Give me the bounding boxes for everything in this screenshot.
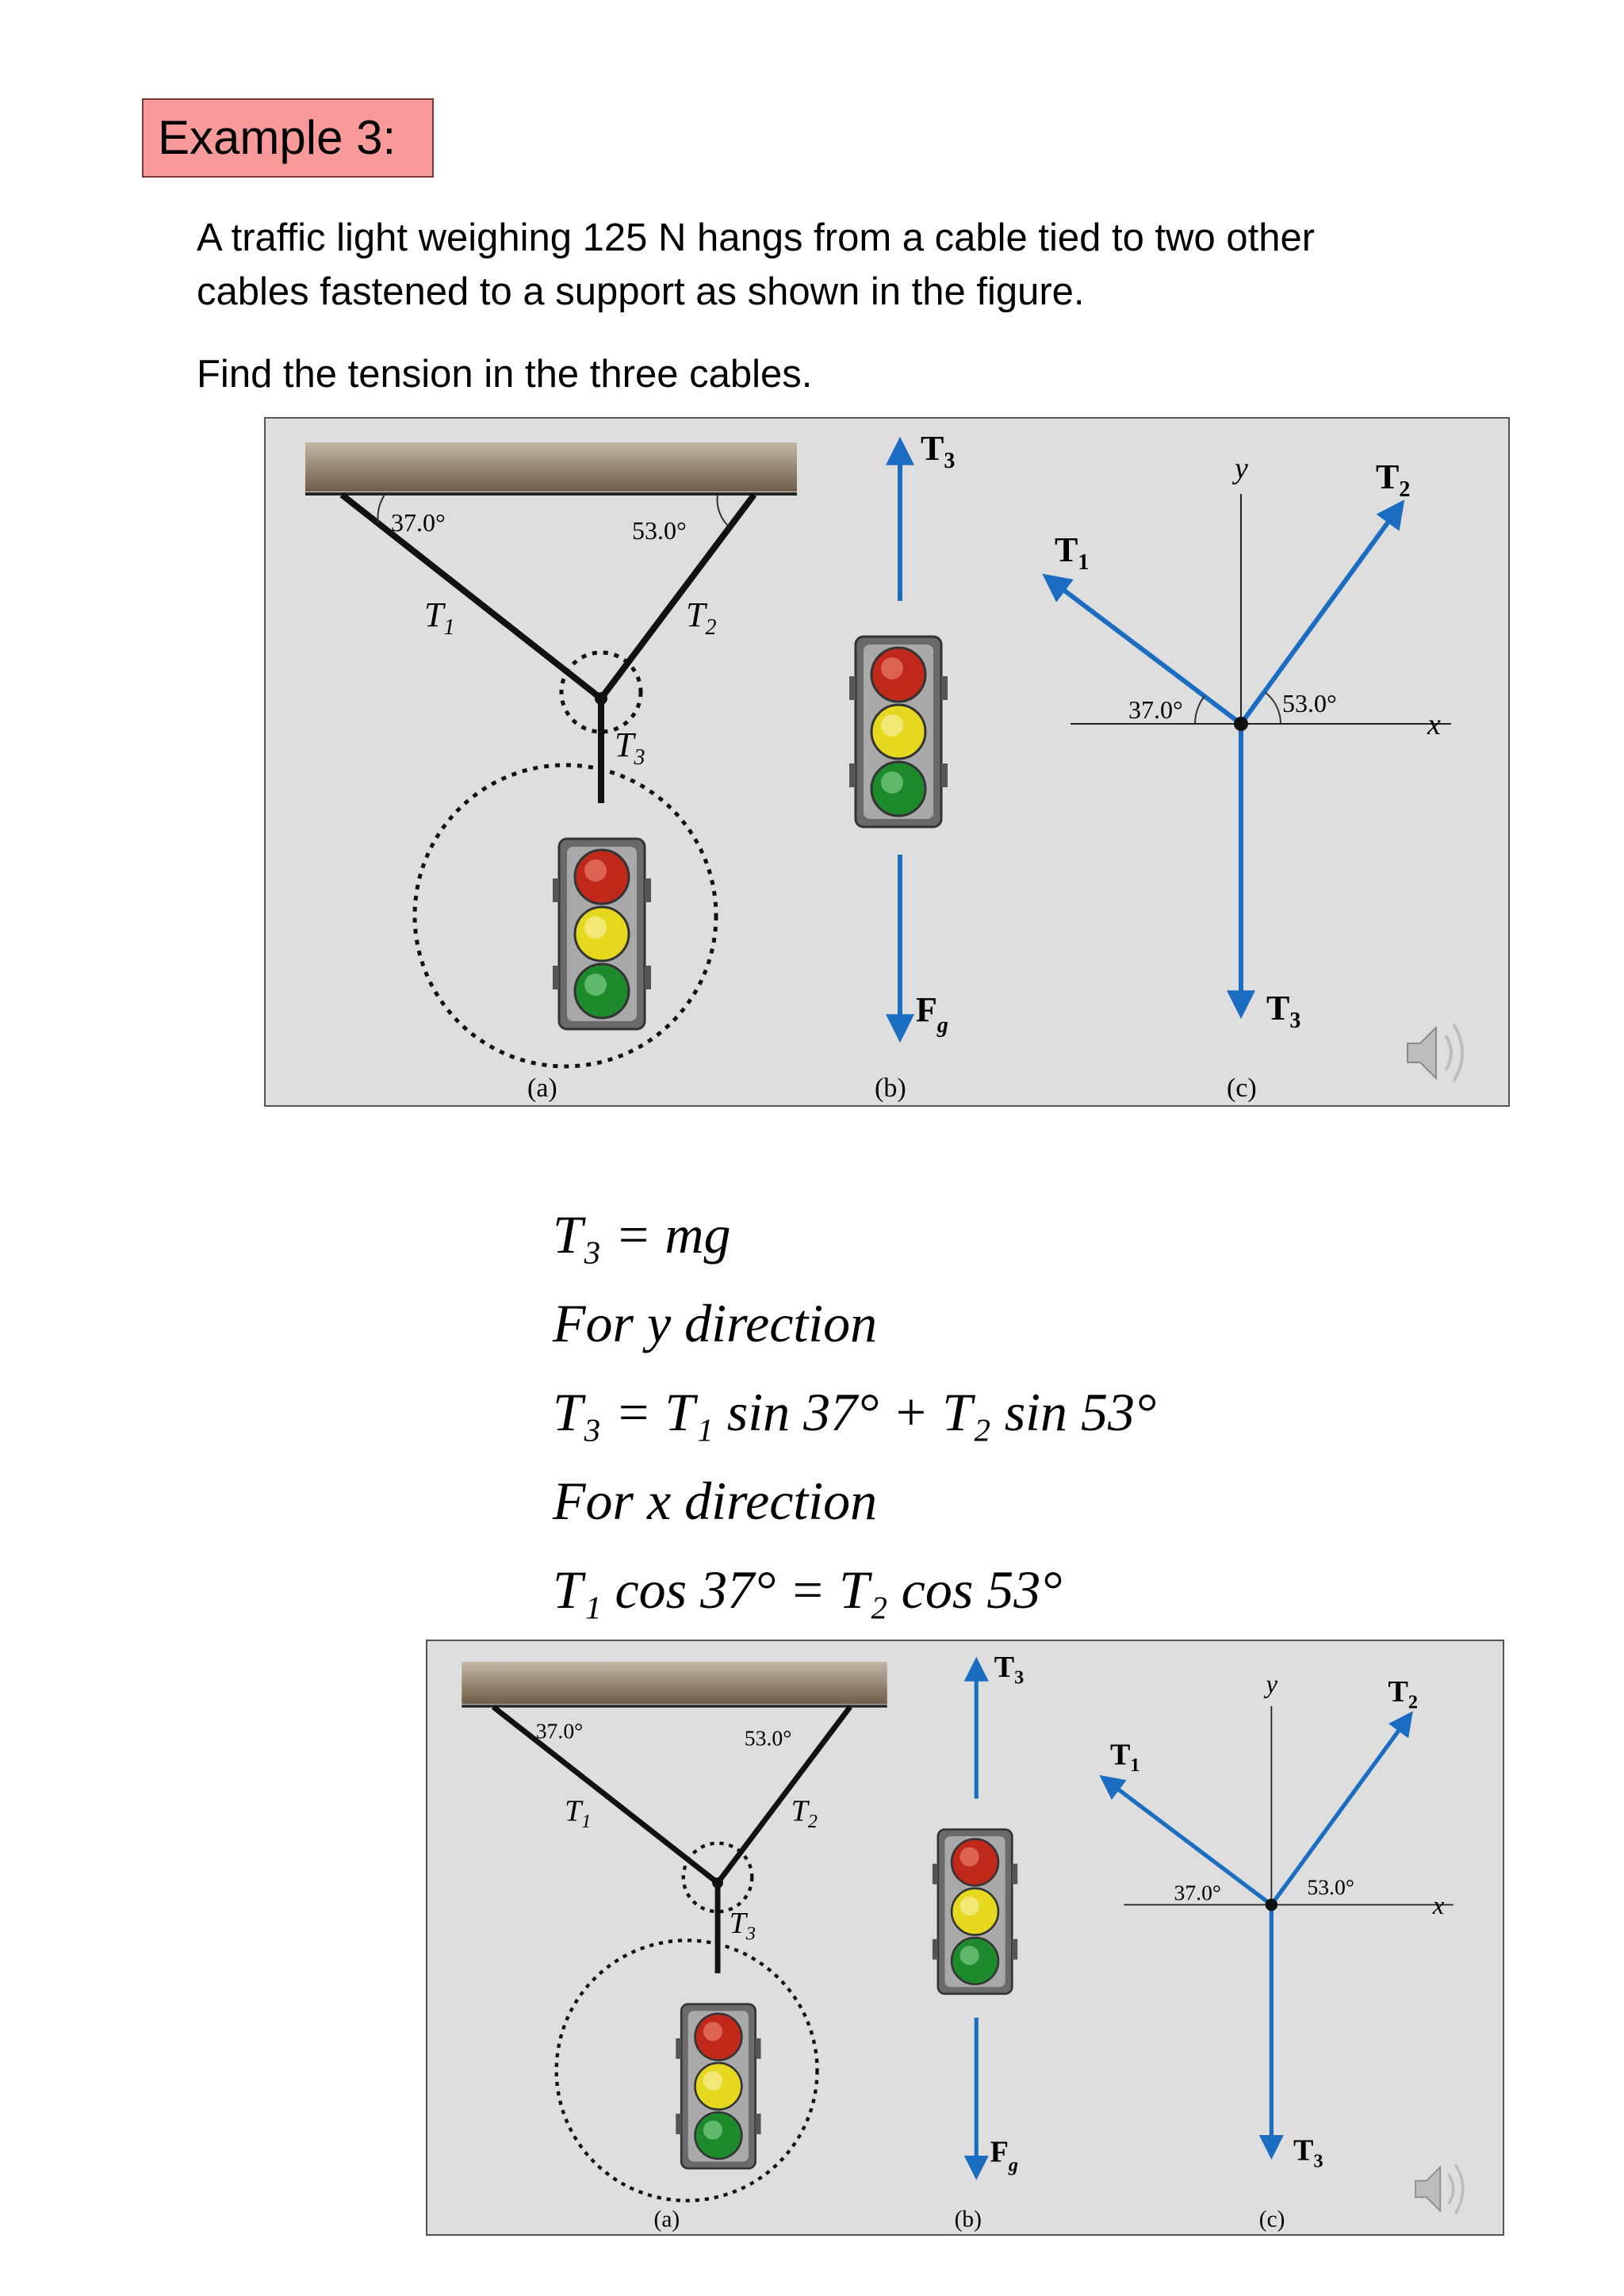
- example-title-box: Example 3:: [142, 98, 434, 178]
- equation-x-direction-heading: For x direction: [553, 1471, 878, 1531]
- t3-label-b-2: T3: [994, 1651, 1024, 1689]
- panel-a-label: (a): [527, 1073, 557, 1103]
- ceiling-support: [305, 442, 797, 492]
- t3-label-c: T3: [1266, 989, 1300, 1033]
- panel-b-label: (b): [875, 1073, 906, 1103]
- angle-37-label-2: 37.0°: [536, 1719, 584, 1743]
- knot-circle: [559, 650, 643, 734]
- figure-svg-bottom: 37.0° 53.0° T1 T2 T3 (a) T3 Fg (b) 37.0°…: [462, 1651, 1465, 2233]
- cable-t1: [339, 492, 603, 702]
- traffic-light-b-2: [931, 1828, 1019, 1996]
- speaker-icon[interactable]: [1407, 1023, 1464, 1083]
- angle-53-label-2: 53.0°: [745, 1725, 792, 1750]
- traffic-light-figure-bottom: 37.0° 53.0° T1 T2 T3 (a) T3 Fg (b) 37.0°…: [426, 1640, 1504, 2236]
- t3-label-c-2: T3: [1293, 2134, 1323, 2172]
- t1-label-a: T1: [424, 595, 454, 640]
- panel-c-label: (c): [1227, 1073, 1257, 1103]
- angle-37-label: 37.0°: [391, 508, 446, 537]
- traffic-light-a: [551, 837, 653, 1031]
- t1-vector-c: [1042, 573, 1243, 726]
- equation-y-balance: T₃ = T₁ sin 37° + T₂ sin 53°: [553, 1382, 1157, 1442]
- angle-53-label-c: 53.0°: [1282, 689, 1337, 718]
- x-axis-label-2: x: [1432, 1892, 1445, 1920]
- panel-a-label-2: (a): [654, 2207, 680, 2233]
- t1-label-c-2: T1: [1110, 1739, 1139, 1777]
- t1-label-c: T1: [1055, 530, 1089, 575]
- panel-c-label-2: (c): [1259, 2207, 1285, 2233]
- t3-label-a: T3: [615, 725, 645, 770]
- equation-y-direction-heading: For y direction: [553, 1293, 878, 1353]
- figure-svg-top: 37.0° 53.0° T1 T2 T3 (a) T3 Fg (b) 37.0°…: [305, 429, 1464, 1103]
- t1-label-a-2: T1: [565, 1794, 591, 1832]
- problem-line-2: cables fastened to a support as shown in…: [197, 270, 1085, 313]
- traffic-light-figure-top: 37.0° 53.0° T1 T2 T3 (a) T3 Fg (b) 37.0°…: [264, 417, 1510, 1107]
- equation-x-balance: T₁ cos 37° = T₂ cos 53°: [553, 1559, 1063, 1620]
- angle-37-label-c: 37.0°: [1128, 695, 1183, 724]
- ceiling-support-2: [462, 1661, 887, 1705]
- light-circle: [412, 763, 718, 1069]
- equation-t3-mg: T₃ = mg: [553, 1204, 731, 1265]
- speaker-icon-2[interactable]: [1415, 2163, 1465, 2214]
- problem-line-1: A traffic light weighing 125 N hangs fro…: [197, 216, 1316, 259]
- t2-label-a: T2: [686, 595, 716, 640]
- angle-53-label-c-2: 53.0°: [1307, 1875, 1354, 1900]
- cable-t2: [598, 492, 757, 701]
- panel-b-label-2: (b): [955, 2207, 982, 2233]
- t3-label-a-2: T3: [730, 1907, 756, 1945]
- t2-label-a-2: T2: [791, 1794, 818, 1832]
- y-axis-label: y: [1231, 452, 1248, 485]
- fg-label-b: Fg: [916, 990, 948, 1038]
- example-title: Example 3:: [158, 111, 396, 164]
- y-axis-label-2: y: [1263, 1670, 1277, 1699]
- t2-label-c: T2: [1376, 457, 1410, 502]
- problem-question: Find the tension in the three cables.: [197, 353, 813, 396]
- angle-37-label-c-2: 37.0°: [1174, 1881, 1221, 1905]
- angle-53-label: 53.0°: [632, 516, 687, 545]
- fg-label-b-2: Fg: [990, 2135, 1018, 2175]
- t2-label-c-2: T2: [1388, 1675, 1417, 1713]
- t2-vector-c: [1239, 499, 1405, 725]
- traffic-light-a-2: [674, 2003, 762, 2170]
- traffic-light-b: [848, 635, 949, 828]
- x-axis-label: x: [1427, 708, 1441, 741]
- t3-label-b: T3: [921, 429, 955, 473]
